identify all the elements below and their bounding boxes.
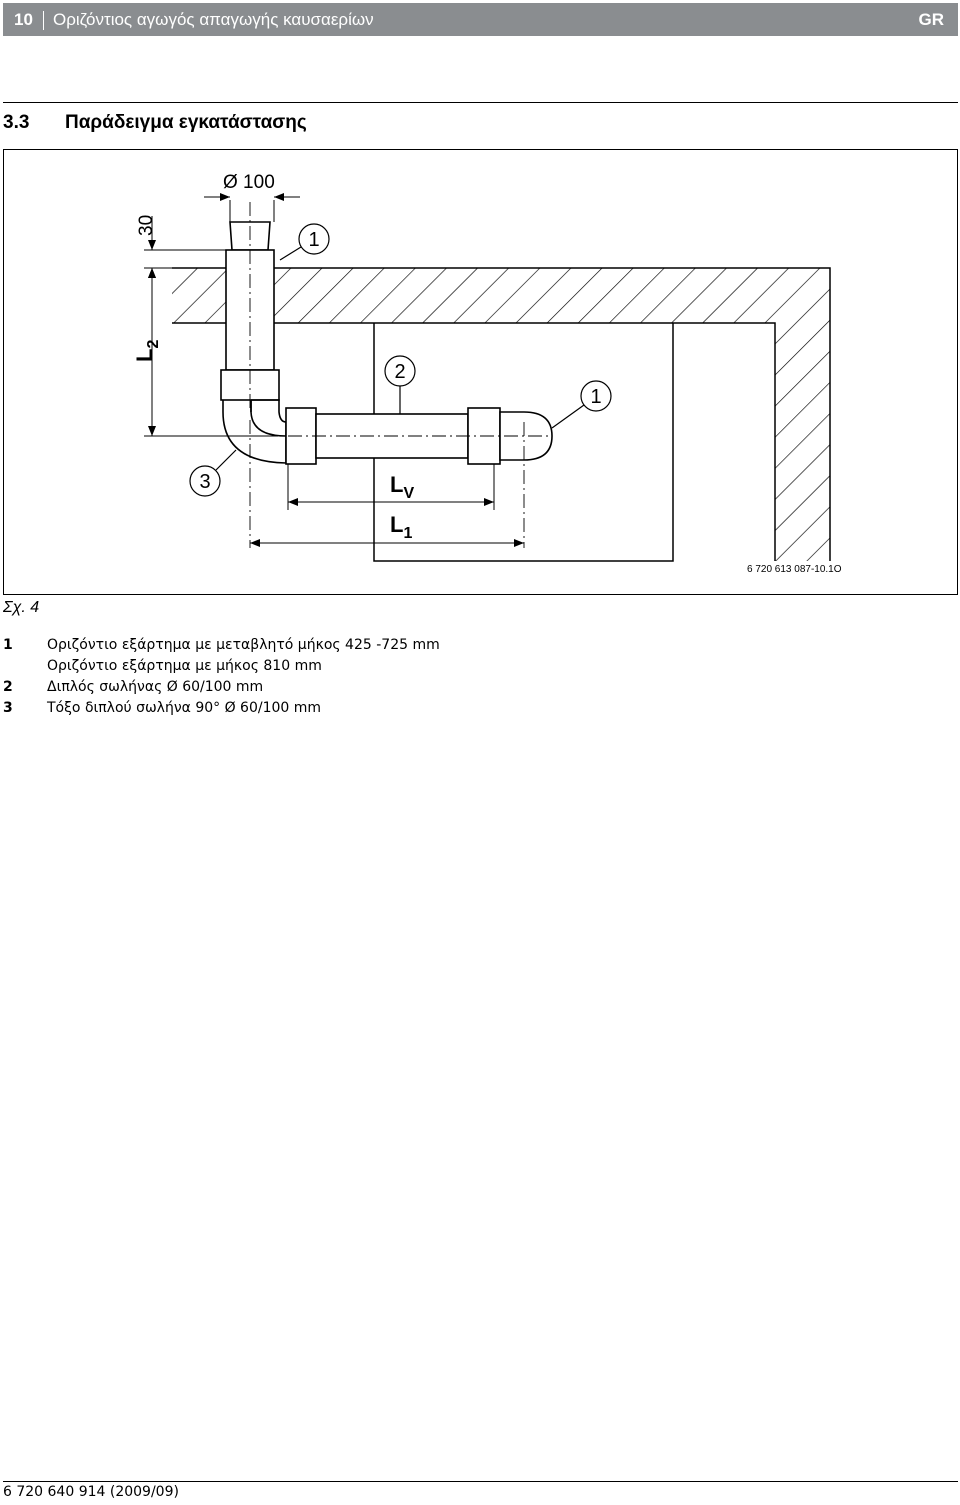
callout-1-right: 1 [551,380,612,429]
section-heading: 3.3 Παράδειγμα εγκατάστασης [3,112,307,134]
svg-text:2: 2 [394,361,405,383]
legend-number: 2 [3,679,13,695]
l2-sub: 2 [145,340,162,349]
legend-text: Οριζόντιο εξάρτημα με μεταβλητό μήκος 42… [47,637,440,653]
svg-text:1: 1 [308,229,319,251]
legend-text: Οριζόντιο εξάρτημα με μήκος 810 mm [47,658,322,674]
section-title: Παράδειγμα εγκατάστασης [65,112,307,133]
section-number: 3.3 [3,112,30,133]
language-code: GR [918,10,945,29]
lv-main: L [390,472,403,497]
callout-2: 2 [384,355,416,414]
installation-figure: Ø 100 30 L2 LV L1 1 [3,149,958,595]
legend-number: 1 [3,637,13,653]
lv-sub: V [403,485,414,502]
l2-main: L [132,349,157,362]
l1-label: L1 [390,512,412,542]
l2-label: L2 [132,340,162,362]
svg-text:3: 3 [199,471,210,493]
footer-rule [3,1481,958,1482]
callout-3: 3 [189,449,237,497]
svg-text:L2: L2 [132,340,162,362]
lv-label: LV [390,472,414,502]
footer-doc-number: 6 720 640 914 (2009/09) [3,1484,179,1500]
l1-main: L [390,512,403,537]
header-title: Οριζόντιος αγωγός απαγωγής καυσαερίων [53,10,374,29]
drawing-code: 6 720 613 087-10.1O [747,564,842,575]
svg-text:1: 1 [590,386,601,408]
legend-number: 3 [3,700,13,716]
callout-1-top: 1 [279,223,330,261]
vertical-dimensions [144,216,264,437]
page-header: 10 Οριζόντιος αγωγός απαγωγής καυσαερίων… [3,3,958,36]
header-separator [43,11,44,30]
ceiling-wall [172,267,831,561]
lv-dimension [287,464,495,510]
legend-text: Διπλός σωλήνας Ø 60/100 mm [47,679,264,695]
installation-drawing: Ø 100 30 L2 LV L1 1 [132,172,842,575]
center-lines [249,202,549,548]
section-rule [3,102,958,103]
legend-text: Τόξο διπλού σωλήνα 90° Ø 60/100 mm [47,700,322,716]
l1-sub: 1 [403,525,412,542]
diameter-label: Ø 100 [223,172,275,193]
diameter-dimension [204,193,300,222]
dim-30-label: 30 [136,215,157,236]
figure-caption: Σχ. 4 [3,599,40,616]
page-number: 10 [14,10,33,29]
